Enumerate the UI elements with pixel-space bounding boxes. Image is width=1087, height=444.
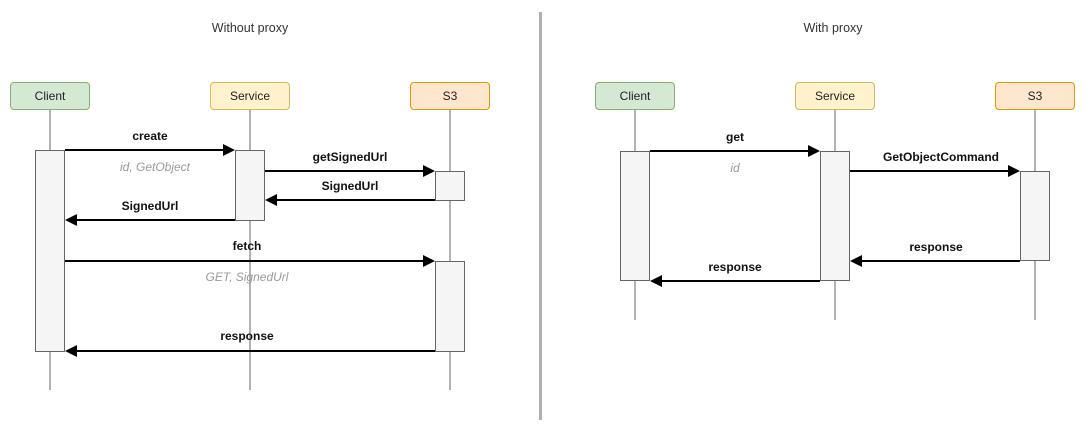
activation-client-proxy <box>620 151 650 281</box>
message-label-create: create <box>132 129 168 143</box>
actor-client-label: Client <box>34 89 66 103</box>
message-arrow-signedurl-return <box>265 194 435 206</box>
message-arrow-response-left <box>65 345 435 357</box>
actor-service-proxy-label: Service <box>814 89 855 103</box>
message-arrow-getobjectcommand <box>850 165 1020 177</box>
message-label-response-s3: response <box>909 240 963 254</box>
actor-s3-proxy: S3 <box>995 82 1075 110</box>
message-param-get: id <box>730 161 740 175</box>
message-arrow-create <box>65 144 235 156</box>
actor-client: Client <box>10 82 90 110</box>
message-param-fetch: GET, SignedUrl <box>205 270 289 284</box>
message-arrow-get <box>650 145 820 157</box>
activation-s3-proxy <box>1020 171 1050 261</box>
message-arrow-response-client <box>650 275 820 287</box>
activation-service-proxy <box>820 151 850 281</box>
message-label-signedurl-client: SignedUrl <box>121 199 179 213</box>
section-divider <box>539 12 542 420</box>
lifeline-service <box>249 110 251 390</box>
actor-service-proxy: Service <box>795 82 875 110</box>
diagram-title-without-proxy: Without proxy <box>211 21 289 35</box>
activation-client <box>35 150 65 352</box>
message-label-signedurl-return: SignedUrl <box>321 179 379 193</box>
message-arrow-response-s3 <box>850 255 1020 267</box>
message-label-fetch: fetch <box>232 239 262 253</box>
message-arrow-getsignedurl <box>265 165 435 177</box>
message-arrow-fetch <box>65 255 435 267</box>
lifeline-s3 <box>449 110 451 390</box>
activation-s3-second <box>435 261 465 352</box>
activation-service <box>235 150 265 221</box>
message-label-getobjectcommand: GetObjectCommand <box>882 150 1000 164</box>
message-label-response-left: response <box>220 329 274 343</box>
message-label-get: get <box>726 130 744 144</box>
actor-client-proxy: Client <box>595 82 675 110</box>
actor-s3: S3 <box>410 82 490 110</box>
message-arrow-signedurl-client <box>65 214 235 226</box>
activation-s3-first <box>435 171 465 201</box>
message-label-getsignedurl: getSignedUrl <box>312 150 388 164</box>
actor-s3-proxy-label: S3 <box>1027 89 1043 103</box>
diagram-title-with-proxy: With proxy <box>803 21 863 35</box>
actor-service: Service <box>210 82 290 110</box>
message-param-create: id, GetObject <box>119 160 191 174</box>
actor-client-proxy-label: Client <box>619 89 651 103</box>
message-label-response-client: response <box>708 260 762 274</box>
actor-service-label: Service <box>229 89 270 103</box>
actor-s3-label: S3 <box>442 89 458 103</box>
